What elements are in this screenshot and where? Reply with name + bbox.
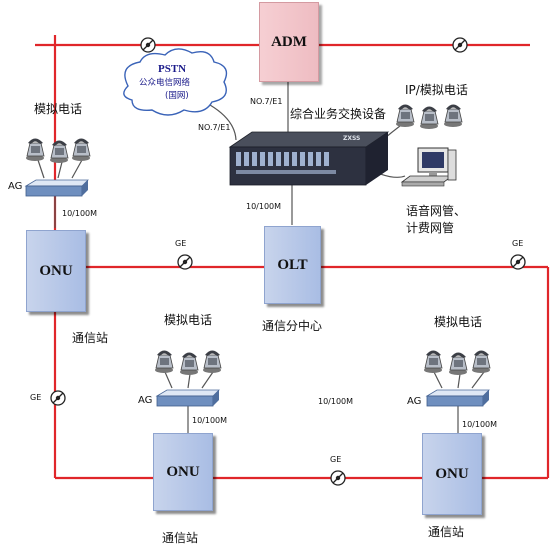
mid-ag-device [156,389,220,407]
left-onu-label: ONU [39,262,73,279]
left-phone-group [25,138,91,164]
ip-phone-group [395,104,463,130]
pstn-subtitle-2: (国网) [165,91,189,101]
left-ag-label: AG [8,181,23,192]
right-phone-label: 模拟电话 [434,315,483,329]
right-ag-device [426,389,490,407]
right-phone-link-2 [457,373,461,389]
adm-label: ADM [271,33,307,50]
ge-marker-left [50,390,66,406]
right-phone-link-1 [433,371,443,389]
mid-phone-group [154,350,222,376]
mid-phone-link-2 [187,373,191,389]
left-phone-link-2 [57,161,63,179]
mid-site-caption: 通信站 [162,531,199,545]
mgmt-label-line2: 计费网管 [406,221,455,235]
ge-marker-adm-right [452,37,468,53]
left-rate-label: 10/100M [62,209,98,218]
left-phone-label: 模拟电话 [34,102,83,116]
pstn-cloud [123,48,228,116]
right-onu-label: ONU [435,465,469,482]
ge-label-left: GE [30,393,42,402]
ge-marker-right [510,254,526,270]
mid-phone-link-3 [201,371,214,389]
olt-label: OLT [277,256,308,273]
olt-caption: 通信分中心 [262,319,323,333]
ge-marker-adm-left [140,37,156,53]
service-switch [228,131,390,186]
no7-top-label: NO.7/E1 [250,97,283,106]
right-site-caption: 通信站 [428,525,465,539]
pstn-subtitle: 公众电信网络 [139,78,191,88]
olt-node: OLT [264,226,321,304]
right-onu-node: ONU [422,433,482,515]
mid-phone-label: 模拟电话 [164,313,213,327]
ge-label-olt-left: GE [175,239,187,248]
ge-label-right: GE [512,239,524,248]
management-pc [400,147,457,187]
left-phone-link-3 [71,159,83,179]
mid-phone-link-1 [164,371,173,389]
ge-marker-bottom [330,470,346,486]
left-phone-link-1 [37,159,45,179]
adm-node: ADM [259,2,319,82]
right-phone-link-3 [471,371,485,389]
mgmt-label-line1: 语音网管、 [406,204,467,218]
olt-uplink-rate: 10/100M [246,202,282,211]
mid-rate-label: 10/100M [192,416,228,425]
ge-label-bottom: GE [330,455,342,464]
left-onu-node: ONU [26,230,86,312]
ip-phone-label: IP/模拟电话 [405,83,468,97]
pstn-title: PSTN [158,63,187,75]
left-ag-device [25,179,89,197]
right-ag-label: AG [407,396,422,407]
switch-brand: ZXSS [343,135,361,142]
right-phone-group [423,350,491,376]
mid-ag-label: AG [138,395,153,406]
center-rate-label: 10/100M [318,397,354,406]
no7-left-label: NO.7/E1 [198,123,231,132]
mid-onu-node: ONU [153,433,213,511]
ge-marker-olt-left [177,254,193,270]
mid-onu-label: ONU [166,463,200,480]
right-rate-label: 10/100M [462,420,498,429]
pstn-to-switch-line [209,104,237,141]
switch-title: 综合业务交换设备 [290,107,387,121]
left-site-caption: 通信站 [72,331,109,345]
